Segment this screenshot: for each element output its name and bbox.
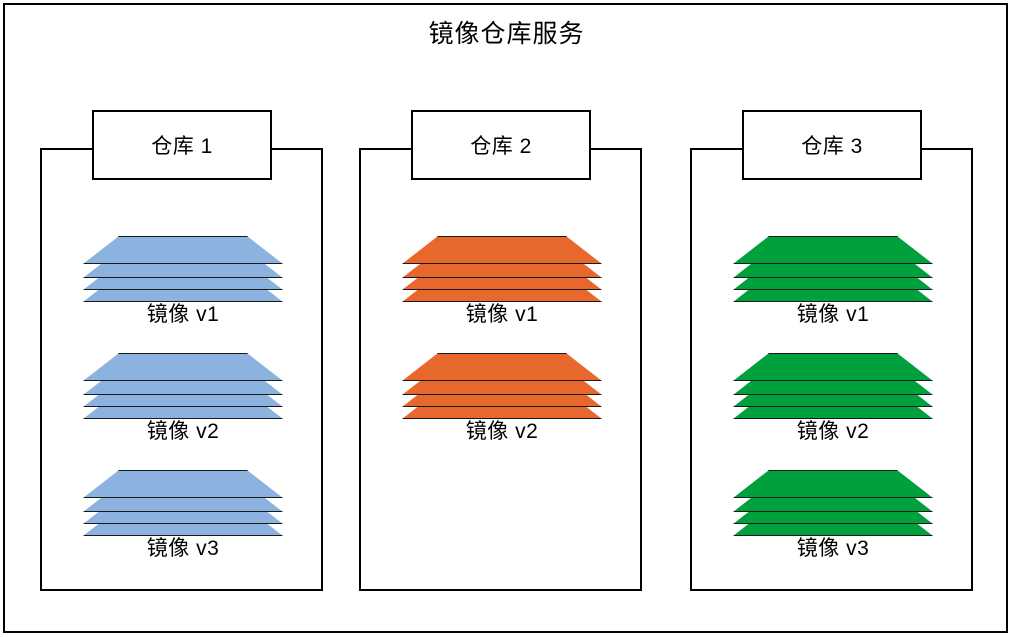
- image-item-3-1[interactable]: 镜像 v1: [733, 236, 933, 346]
- repository-header-3[interactable]: 仓库 3: [742, 110, 922, 180]
- repository-title-label: 仓库 1: [151, 135, 213, 158]
- image-caption: 镜像 v3: [796, 537, 870, 560]
- repository-header-2[interactable]: 仓库 2: [411, 110, 591, 180]
- repository-header-1[interactable]: 仓库 1: [92, 110, 272, 180]
- image-caption: 镜像 v2: [146, 420, 220, 443]
- image-item-1-2[interactable]: 镜像 v2: [83, 353, 283, 463]
- image-layer-1: [733, 470, 933, 498]
- repository-title-label: 仓库 2: [470, 135, 532, 158]
- image-layer-stack-icon: [402, 236, 602, 302]
- image-item-1-1[interactable]: 镜像 v1: [83, 236, 283, 346]
- image-layer-stack-icon: [83, 470, 283, 536]
- image-layer-stack-icon: [733, 353, 933, 419]
- image-layer-1: [402, 236, 602, 264]
- repository-title-label: 仓库 3: [801, 135, 863, 158]
- image-layer-stack-icon: [402, 353, 602, 419]
- image-caption: 镜像 v3: [146, 537, 220, 560]
- image-caption: 镜像 v1: [146, 303, 220, 326]
- repository-group-1[interactable]: 仓库 1 镜像 v1 镜像 v2 镜像 v3: [40, 110, 323, 591]
- image-caption: 镜像 v2: [465, 420, 539, 443]
- image-layer-1: [83, 353, 283, 381]
- image-layer-stack-icon: [83, 353, 283, 419]
- image-layer-stack-icon: [733, 470, 933, 536]
- image-caption: 镜像 v1: [796, 303, 870, 326]
- image-item-2-2[interactable]: 镜像 v2: [402, 353, 602, 463]
- page-title: 镜像仓库服务: [428, 20, 585, 48]
- image-layer-1: [83, 470, 283, 498]
- image-layer-1: [733, 236, 933, 264]
- image-layer-1: [402, 353, 602, 381]
- image-layer-1: [733, 353, 933, 381]
- repository-group-3[interactable]: 仓库 3 镜像 v1 镜像 v2 镜像 v3: [690, 110, 973, 591]
- image-item-2-1[interactable]: 镜像 v1: [402, 236, 602, 346]
- image-layer-stack-icon: [83, 236, 283, 302]
- repository-group-2[interactable]: 仓库 2 镜像 v1 镜像 v2: [359, 110, 642, 591]
- image-item-3-2[interactable]: 镜像 v2: [733, 353, 933, 463]
- image-item-1-3[interactable]: 镜像 v3: [83, 470, 283, 580]
- image-caption: 镜像 v2: [796, 420, 870, 443]
- image-caption: 镜像 v1: [465, 303, 539, 326]
- image-layer-stack-icon: [733, 236, 933, 302]
- image-layer-1: [83, 236, 283, 264]
- image-item-3-3[interactable]: 镜像 v3: [733, 470, 933, 580]
